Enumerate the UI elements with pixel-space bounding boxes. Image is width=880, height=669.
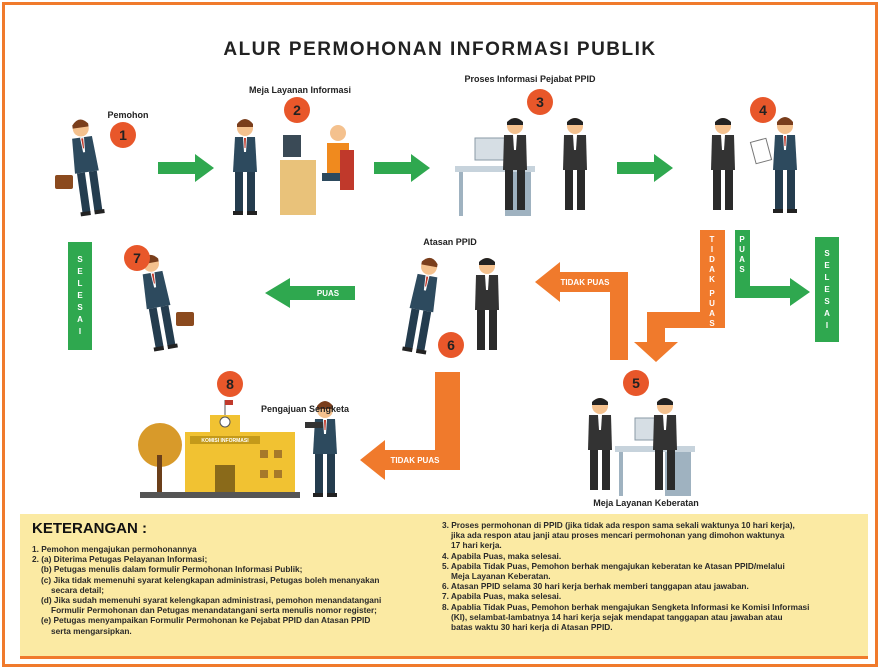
telescope-icon [305,422,323,428]
step-7-number: 7 [133,250,141,266]
step-6-label: Atasan PPID [423,237,477,247]
step-2-number: 2 [293,102,301,118]
note-line: secara detail; [51,584,105,595]
note-line: Formulir Permohonan dan Petugas menandat… [51,605,377,616]
step-5: 5 Meja Layanan Keberatan [588,370,699,508]
step-6-number: 6 [447,337,455,353]
tidak-puas-label-6: TIDAK PUAS [391,456,441,465]
step-3-number: 3 [536,94,544,110]
note-line: (e) Petugas menyampaikan Formulir Permoh… [41,615,371,626]
arrow-tidak-puas-5-to-6: TIDAK PUAS [535,262,628,360]
keterangan-panel: KETERANGAN : 1. Pemohon mengajukan permo… [20,514,868,659]
step-3: Proses Informasi Pejabat PPID 3 [454,74,596,217]
step-2: Meja Layanan Informasi 2 [233,85,354,215]
keterangan-left-column: 1. Pemohon mengajukan permohonannya 2. (… [32,544,437,636]
note-line: 3. Proses permohonan di PPID (jika tidak… [442,520,795,530]
note-line: (b) Petugas menulis dalam formulir Permo… [41,564,303,575]
building-sign: KOMISI INFORMASI [201,438,249,444]
note-line: serta mengarsipkan. [51,625,132,636]
step-1: Pemohon 1 [55,110,149,217]
step-7: 7 [124,245,194,352]
step-8-label: Pengajuan Sengketa [261,404,350,414]
note-line: Meja Layanan Keberatan. [451,571,551,582]
arrow-2-to-3 [374,154,430,182]
note-line: 4. Apabila Puas, maka selesai. [442,550,562,561]
counter-desk [280,160,316,215]
note-line: (KI), selambat-lambatnya 14 hari kerja s… [451,611,783,622]
step-6: Atasan PPID 6 [402,237,499,358]
note-line: jika ada respon atau janji atau proses m… [451,530,785,541]
step-8-number: 8 [226,376,234,392]
note-line: 8. Apablia Tidak Puas, Pemohon berhak me… [442,601,810,612]
arrow-tidak-puas-6-to-8: TIDAK PUAS [360,372,460,480]
keterangan-right-column: 3. Proses permohonan di PPID (jika tidak… [442,520,862,632]
note-line: 2. (a) Diterima Petugas Pelayanan Inform… [32,554,208,565]
arrow-puas-6-to-7: PUAS [265,278,355,308]
note-line: 17 hari kerja. [451,540,502,551]
note-line: batas waktu 30 hari kerja di Atasan PPID… [451,622,613,633]
document-icon [749,137,773,165]
step-2-label: Meja Layanan Informasi [249,85,351,95]
note-line: 7. Apabila Puas, maka selesai. [442,591,562,602]
arrow-3-to-4 [617,154,673,182]
note-line: (d) Jika sudah memenuhi syarat kelengkap… [41,595,382,606]
note-line: 5. Apabila Tidak Puas, Pemohon berhak me… [442,560,785,571]
step-1-label: Pemohon [107,110,148,120]
briefcase-icon [55,175,73,189]
step-5-number: 5 [632,375,640,391]
step-3-label: Proses Informasi Pejabat PPID [464,74,596,84]
note-line: (c) Jika tidak memenuhi syarat kelengkap… [41,574,380,585]
tidak-puas-label-5: TIDAK PUAS [561,278,611,287]
note-line: 6. Atasan PPID selama 30 hari kerja berh… [442,581,749,592]
page-title: ALUR PERMOHONAN INFORMASI PUBLIK [223,39,656,60]
step-4: 4 [711,97,797,213]
note-line: 1. Pemohon mengajukan permohonannya [32,544,197,554]
briefcase-icon [176,312,194,326]
puas-label-6: PUAS [317,289,340,298]
step-8: KOMISI INFORMASI Pengajuan Sengketa 8 [138,371,350,498]
step-4-number: 4 [759,102,767,118]
step-5-label: Meja Layanan Keberatan [593,498,699,508]
arrow-1-to-2 [158,154,214,182]
step-1-number: 1 [119,127,127,143]
keterangan-title: KETERANGAN : [32,520,147,537]
